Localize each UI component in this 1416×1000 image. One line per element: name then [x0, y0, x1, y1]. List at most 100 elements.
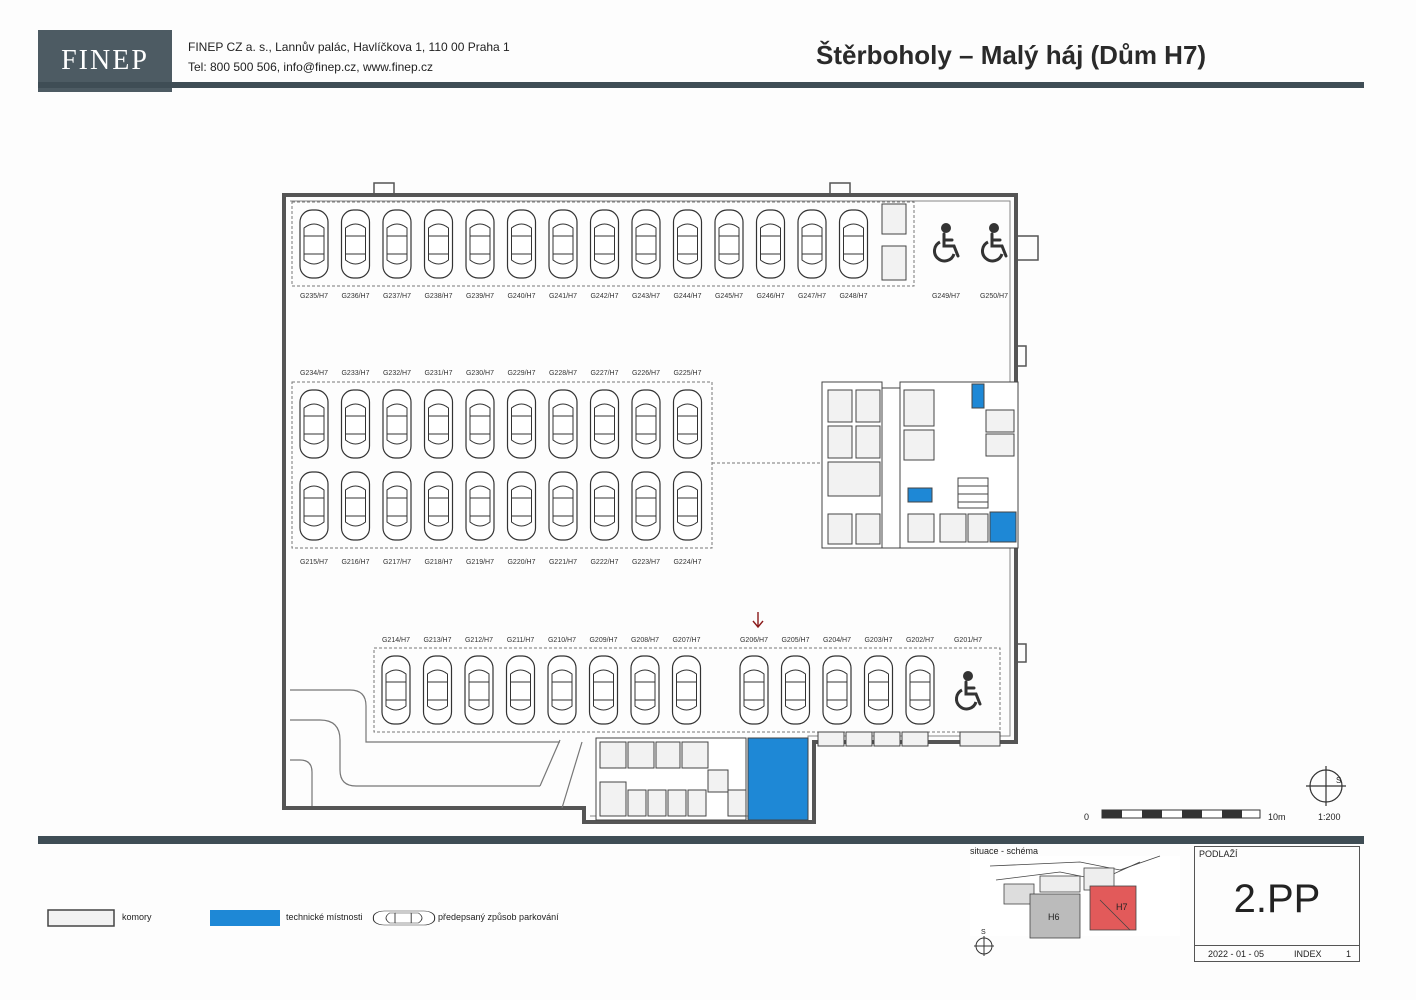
car-icon	[340, 209, 371, 279]
situation-h7: H7	[1116, 902, 1128, 912]
parking-space-label: G250/H7	[980, 293, 1008, 300]
parking-space-label: G224/H7	[673, 559, 701, 566]
parking-space-label: G231/H7	[424, 370, 452, 377]
car-icon	[589, 209, 620, 279]
car-icon	[381, 655, 411, 725]
parking-space-label: G238/H7	[424, 293, 452, 300]
car-icon	[506, 471, 537, 541]
parking-space-label: G235/H7	[300, 293, 328, 300]
plan-date: 2022 - 01 - 05	[1208, 949, 1265, 959]
floor-box: PODLAŽÍ 2.PP	[1194, 846, 1360, 962]
car-icon	[465, 471, 495, 541]
parking-space-label: G219/H7	[466, 559, 494, 566]
floor-heading: PODLAŽÍ	[1199, 849, 1238, 859]
parking-space-label: G204/H7	[823, 637, 851, 644]
north-arrow-icon	[1306, 766, 1346, 806]
index-value: 1	[1346, 949, 1352, 959]
car-icon	[863, 655, 894, 725]
north-label: S	[1336, 776, 1342, 785]
project-title: Štěrboholy – Malý háj (Dům H7)	[816, 40, 1207, 70]
car-icon	[423, 209, 454, 279]
situation-north: S	[981, 929, 986, 936]
car-icon	[299, 471, 329, 541]
scale-zero: 0	[1084, 812, 1090, 822]
car-icon	[382, 209, 412, 279]
car-icon	[838, 209, 869, 279]
core-rooms	[595, 203, 1019, 821]
parking-space-label: G232/H7	[383, 370, 411, 377]
wheelchair-icon	[932, 221, 960, 263]
car-icon	[506, 209, 537, 279]
situation-label: situace - schéma	[970, 846, 1039, 856]
scale-ratio: 1:200	[1318, 812, 1341, 822]
footer-info: 2022 - 01 - 05 INDEX 1	[1194, 945, 1360, 963]
wheelchair-icon	[980, 221, 1008, 263]
car-icon	[423, 471, 454, 541]
parking-space-label: G208/H7	[631, 637, 659, 644]
parking-space-label: G230/H7	[466, 370, 494, 377]
car-icon	[672, 471, 703, 541]
row23-outline	[291, 381, 713, 549]
parking-space-label: G213/H7	[423, 637, 451, 644]
floor-value: 2.PP	[1233, 877, 1321, 921]
car-icon	[739, 655, 769, 725]
parking-space-label: G226/H7	[632, 370, 660, 377]
footer-rule	[38, 836, 1364, 844]
car-icon	[588, 655, 619, 725]
legend-storage-swatch	[47, 909, 115, 927]
parking-space-label: G221/H7	[549, 559, 577, 566]
parking-space-label: G211/H7	[507, 637, 535, 644]
car-icon	[589, 389, 620, 459]
car-icon	[797, 209, 827, 279]
car-icon	[464, 655, 494, 725]
parking-space-label: G248/H7	[839, 293, 867, 300]
parking-space-label: G233/H7	[341, 370, 369, 377]
compass-small-icon	[974, 936, 994, 956]
scale-bar	[1101, 809, 1261, 819]
parking-space-label: G225/H7	[673, 370, 701, 377]
entrance-ramp	[290, 689, 583, 809]
car-icon	[589, 471, 620, 541]
car-icon	[631, 471, 661, 541]
parking-space-label: G222/H7	[590, 559, 618, 566]
parking-space-label: G240/H7	[507, 293, 535, 300]
legend-technical-label: technické místnosti	[286, 912, 363, 922]
parking-space-label: G236/H7	[341, 293, 369, 300]
parking-space-label: G217/H7	[383, 559, 411, 566]
parking-space-label: G203/H7	[864, 637, 892, 644]
parking-space-label: G242/H7	[590, 293, 618, 300]
car-icon	[422, 655, 453, 725]
parking-space-label: G249/H7	[932, 293, 960, 300]
legend-technical-swatch	[210, 910, 280, 926]
car-icon	[382, 471, 412, 541]
parking-space-label: G237/H7	[383, 293, 411, 300]
car-icon	[631, 389, 661, 459]
parking-space-label: G234/H7	[300, 370, 328, 377]
parking-space-label: G206/H7	[740, 637, 768, 644]
car-icon	[465, 209, 495, 279]
car-icon	[299, 209, 329, 279]
car-icon	[547, 655, 577, 725]
scale-ten: 10m	[1268, 812, 1286, 822]
car-icon	[714, 209, 744, 279]
car-icon	[630, 655, 660, 725]
wheelchair-icon	[954, 669, 982, 711]
parking-space-label: G207/H7	[672, 637, 700, 644]
car-icon	[631, 209, 661, 279]
parking-space-label: G215/H7	[300, 559, 328, 566]
parking-space-label: G244/H7	[673, 293, 701, 300]
car-icon	[755, 209, 786, 279]
row4-outline	[373, 647, 1001, 733]
car-icon	[340, 471, 371, 541]
car-icon	[822, 655, 852, 725]
finep-logo: FINEP	[38, 30, 172, 92]
highlight-arrow-icon	[752, 612, 764, 629]
parking-space-label: G220/H7	[507, 559, 535, 566]
car-icon	[548, 471, 578, 541]
car-icon	[548, 209, 578, 279]
index-label: INDEX	[1294, 949, 1322, 959]
header-rule	[38, 82, 1364, 88]
company-address: FINEP CZ a. s., Lannův palác, Havlíčkova…	[188, 40, 510, 54]
parking-space-label: G210/H7	[548, 637, 576, 644]
